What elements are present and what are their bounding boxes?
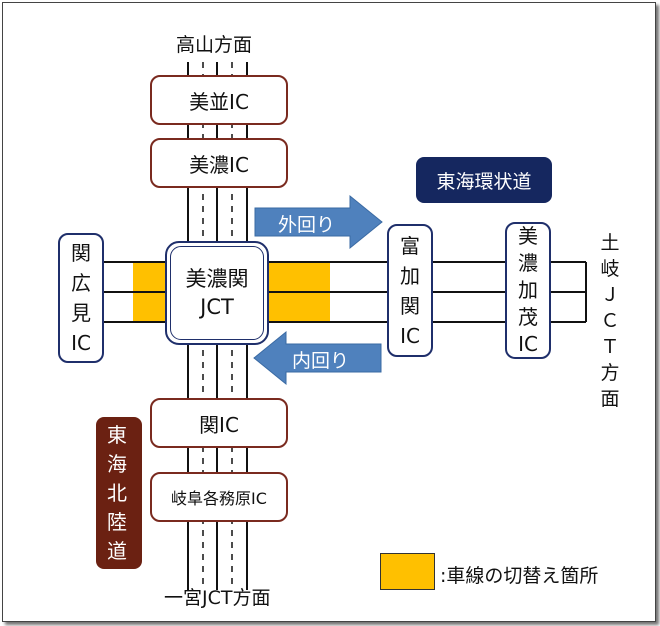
minokamo-ic: 美濃加茂IC [505, 222, 551, 359]
tokai-hokuriku-route-label: 東海北陸道 [107, 422, 127, 563]
tokai-kanjo-route-badge: 東海環状道 [416, 157, 552, 203]
seki-hiromi-ic: 関広見IC [58, 233, 104, 363]
minokamo-ic-label: 美濃加茂IC [518, 224, 538, 356]
jct-name-line2: JCT [200, 295, 234, 319]
seki-ic: 関IC [150, 398, 288, 448]
south-direction-label: 一宮JCT方面 [164, 587, 271, 609]
jct-name-line1: 美濃関 [185, 267, 249, 291]
legend-text: :車線の切替え箇所 [440, 565, 599, 587]
mino-ic: 美濃IC [150, 138, 288, 188]
mino-seki-jct: 美濃関 JCT [165, 241, 269, 345]
outer-loop-arrow [254, 194, 383, 250]
minami-ic-label: 美並IC [189, 89, 249, 114]
inner-loop-arrow [253, 330, 382, 386]
gifu-kakamigahara-ic: 岐阜各務原IC [150, 472, 288, 522]
north-direction-label: 高山方面 [176, 34, 253, 56]
gifu-kakamigahara-ic-label: 岐阜各務原IC [171, 489, 267, 508]
east-direction-label: 土岐ＪＣＴ方面 [600, 232, 620, 410]
tokai-hokuriku-route-badge: 東海北陸道 [96, 417, 142, 569]
seki-ic-label: 関IC [199, 412, 239, 437]
mino-ic-label: 美濃IC [189, 152, 249, 177]
outer-loop-label: 外回り [278, 214, 336, 236]
legend-swatch [380, 553, 435, 590]
seki-hiromi-ic-label: 関広見IC [71, 241, 91, 355]
tomika-seki-ic-label: 富加関IC [400, 233, 420, 348]
tokai-kanjo-route-label: 東海環状道 [436, 170, 532, 193]
tomika-seki-ic: 富加関IC [387, 224, 433, 357]
inner-loop-label: 内回り [292, 350, 350, 372]
minami-ic: 美並IC [150, 75, 288, 125]
